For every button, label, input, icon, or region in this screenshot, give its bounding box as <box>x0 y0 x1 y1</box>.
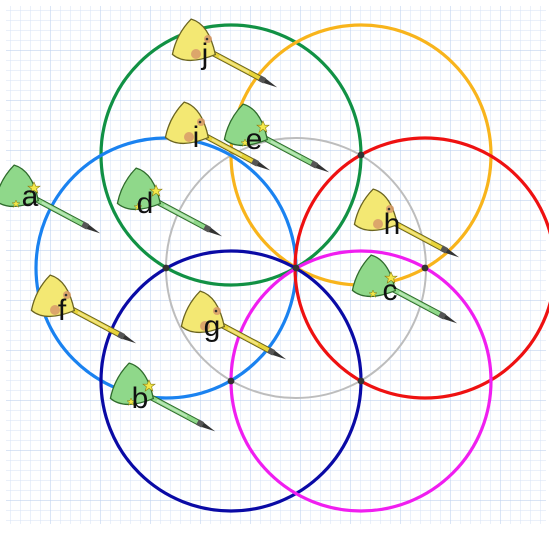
dart-label-f: f <box>58 294 67 327</box>
dart-label-d: d <box>137 187 154 220</box>
dart-label-e: e <box>246 123 263 156</box>
grid-background <box>6 6 546 524</box>
dart-label-b: b <box>132 382 149 415</box>
dart-label-c: c <box>383 274 398 307</box>
dart-label-a: a <box>22 180 39 213</box>
dart-label-h: h <box>384 208 401 241</box>
dart-label-g: g <box>204 310 221 343</box>
intersection-dot <box>358 152 365 159</box>
intersection-dot <box>422 265 429 272</box>
intersection-dot <box>228 378 235 385</box>
dart-label-j: j <box>201 38 209 71</box>
intersection-dot <box>358 378 365 385</box>
intersection-dot <box>293 265 300 272</box>
dart-label-i: i <box>193 121 200 154</box>
intersection-dot <box>163 265 170 272</box>
